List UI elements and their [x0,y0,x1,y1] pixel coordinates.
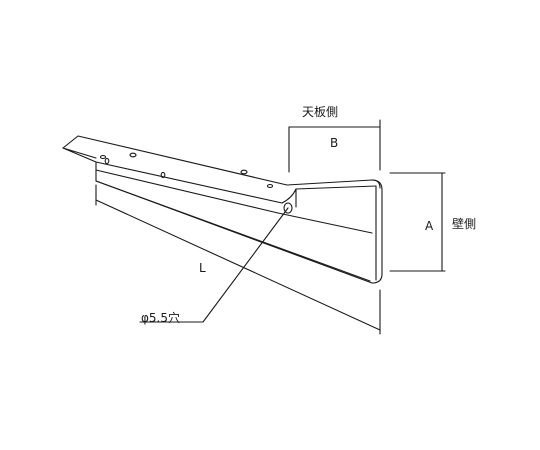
dimension-a-label: A [425,219,434,233]
hole-label: φ5.5穴 [141,311,181,325]
wall-plate-face [295,179,383,284]
dimension-a-lines [389,172,446,272]
hole-4 [266,183,274,189]
top-side-label: 天板側 [302,105,339,119]
flange-outer-edge [95,161,279,214]
wall-hole-3 [283,202,293,214]
dimension-b-lines [288,119,381,173]
wall-hole-1 [104,157,110,165]
dimension-b-label: B [330,136,339,150]
dimension-l-label: L [199,261,206,275]
hole-2 [129,152,137,158]
wall-lower-edge [95,180,371,282]
wall-hole-2 [160,171,166,179]
hole-3 [240,169,248,175]
hole-leader-line [139,207,289,323]
hole-1 [99,154,107,160]
wall-side-label: 壁側 [452,217,477,231]
dimension-l-lines [95,184,381,335]
